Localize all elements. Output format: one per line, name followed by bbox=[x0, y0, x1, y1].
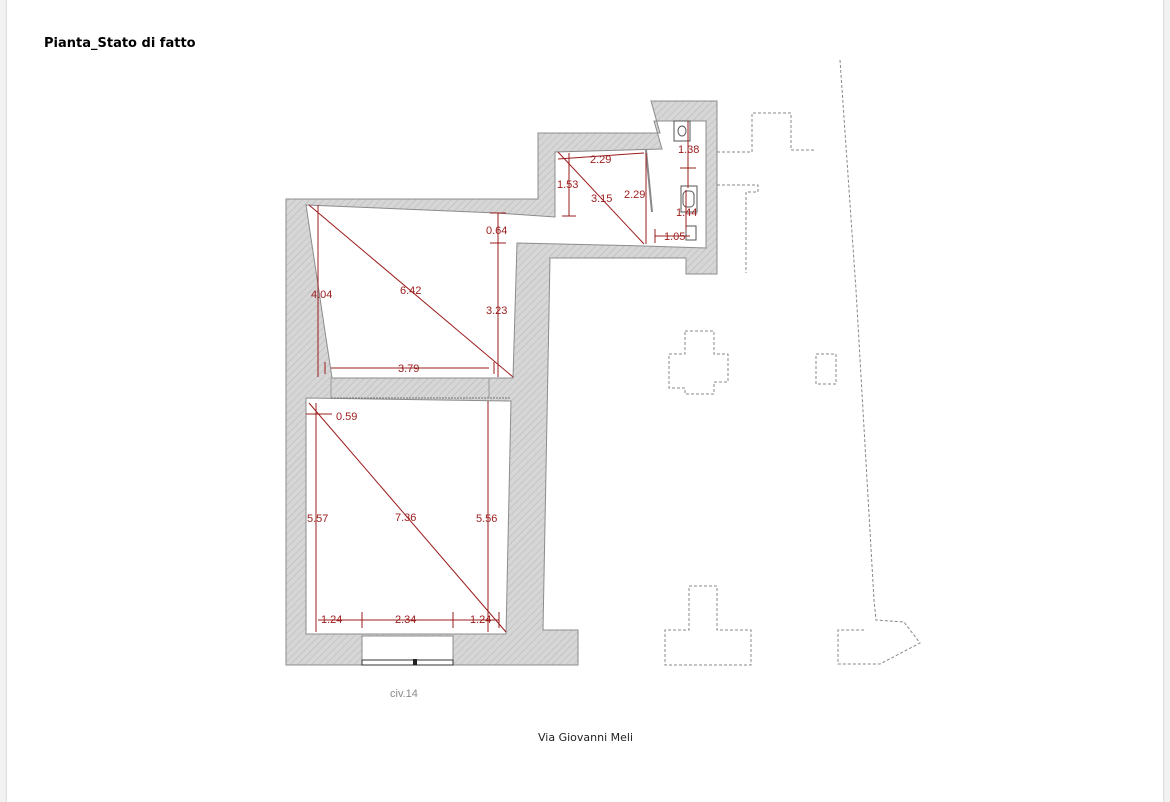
dim-0-59: 0.59 bbox=[336, 411, 357, 423]
civic-number-label: civ.14 bbox=[390, 688, 418, 700]
dim-1-24-left: 1.24 bbox=[321, 614, 342, 626]
wall-structure bbox=[285, 100, 718, 666]
dimension-lines bbox=[306, 121, 696, 633]
dim-1-38: 1.38 bbox=[678, 144, 699, 156]
dim-2-29-top: 2.29 bbox=[590, 154, 611, 166]
dim-7-36: 7.36 bbox=[395, 512, 416, 524]
dim-1-53: 1.53 bbox=[557, 179, 578, 191]
dim-5-57: 5.57 bbox=[307, 513, 328, 525]
dim-3-15: 3.15 bbox=[591, 193, 612, 205]
dim-2-29-right: 2.29 bbox=[624, 189, 645, 201]
drawing-title: Pianta_Stato di fatto bbox=[44, 36, 196, 51]
dim-1-24-right: 1.24 bbox=[470, 614, 491, 626]
dim-1-44: 1.44 bbox=[676, 207, 697, 219]
dim-1-05: 1.05 bbox=[664, 231, 685, 243]
shower-tray-icon bbox=[685, 225, 697, 241]
dim-5-56: 5.56 bbox=[476, 513, 497, 525]
street-name-label: Via Giovanni Meli bbox=[538, 731, 634, 744]
dim-4-04: 4.04 bbox=[311, 289, 332, 301]
dim-3-23: 3.23 bbox=[486, 305, 507, 317]
neighbor-outlines bbox=[664, 59, 921, 666]
dim-3-79: 3.79 bbox=[398, 363, 419, 375]
dim-6-42: 6.42 bbox=[400, 285, 421, 297]
dim-0-64: 0.64 bbox=[486, 225, 507, 237]
dim-2-34: 2.34 bbox=[395, 614, 416, 626]
